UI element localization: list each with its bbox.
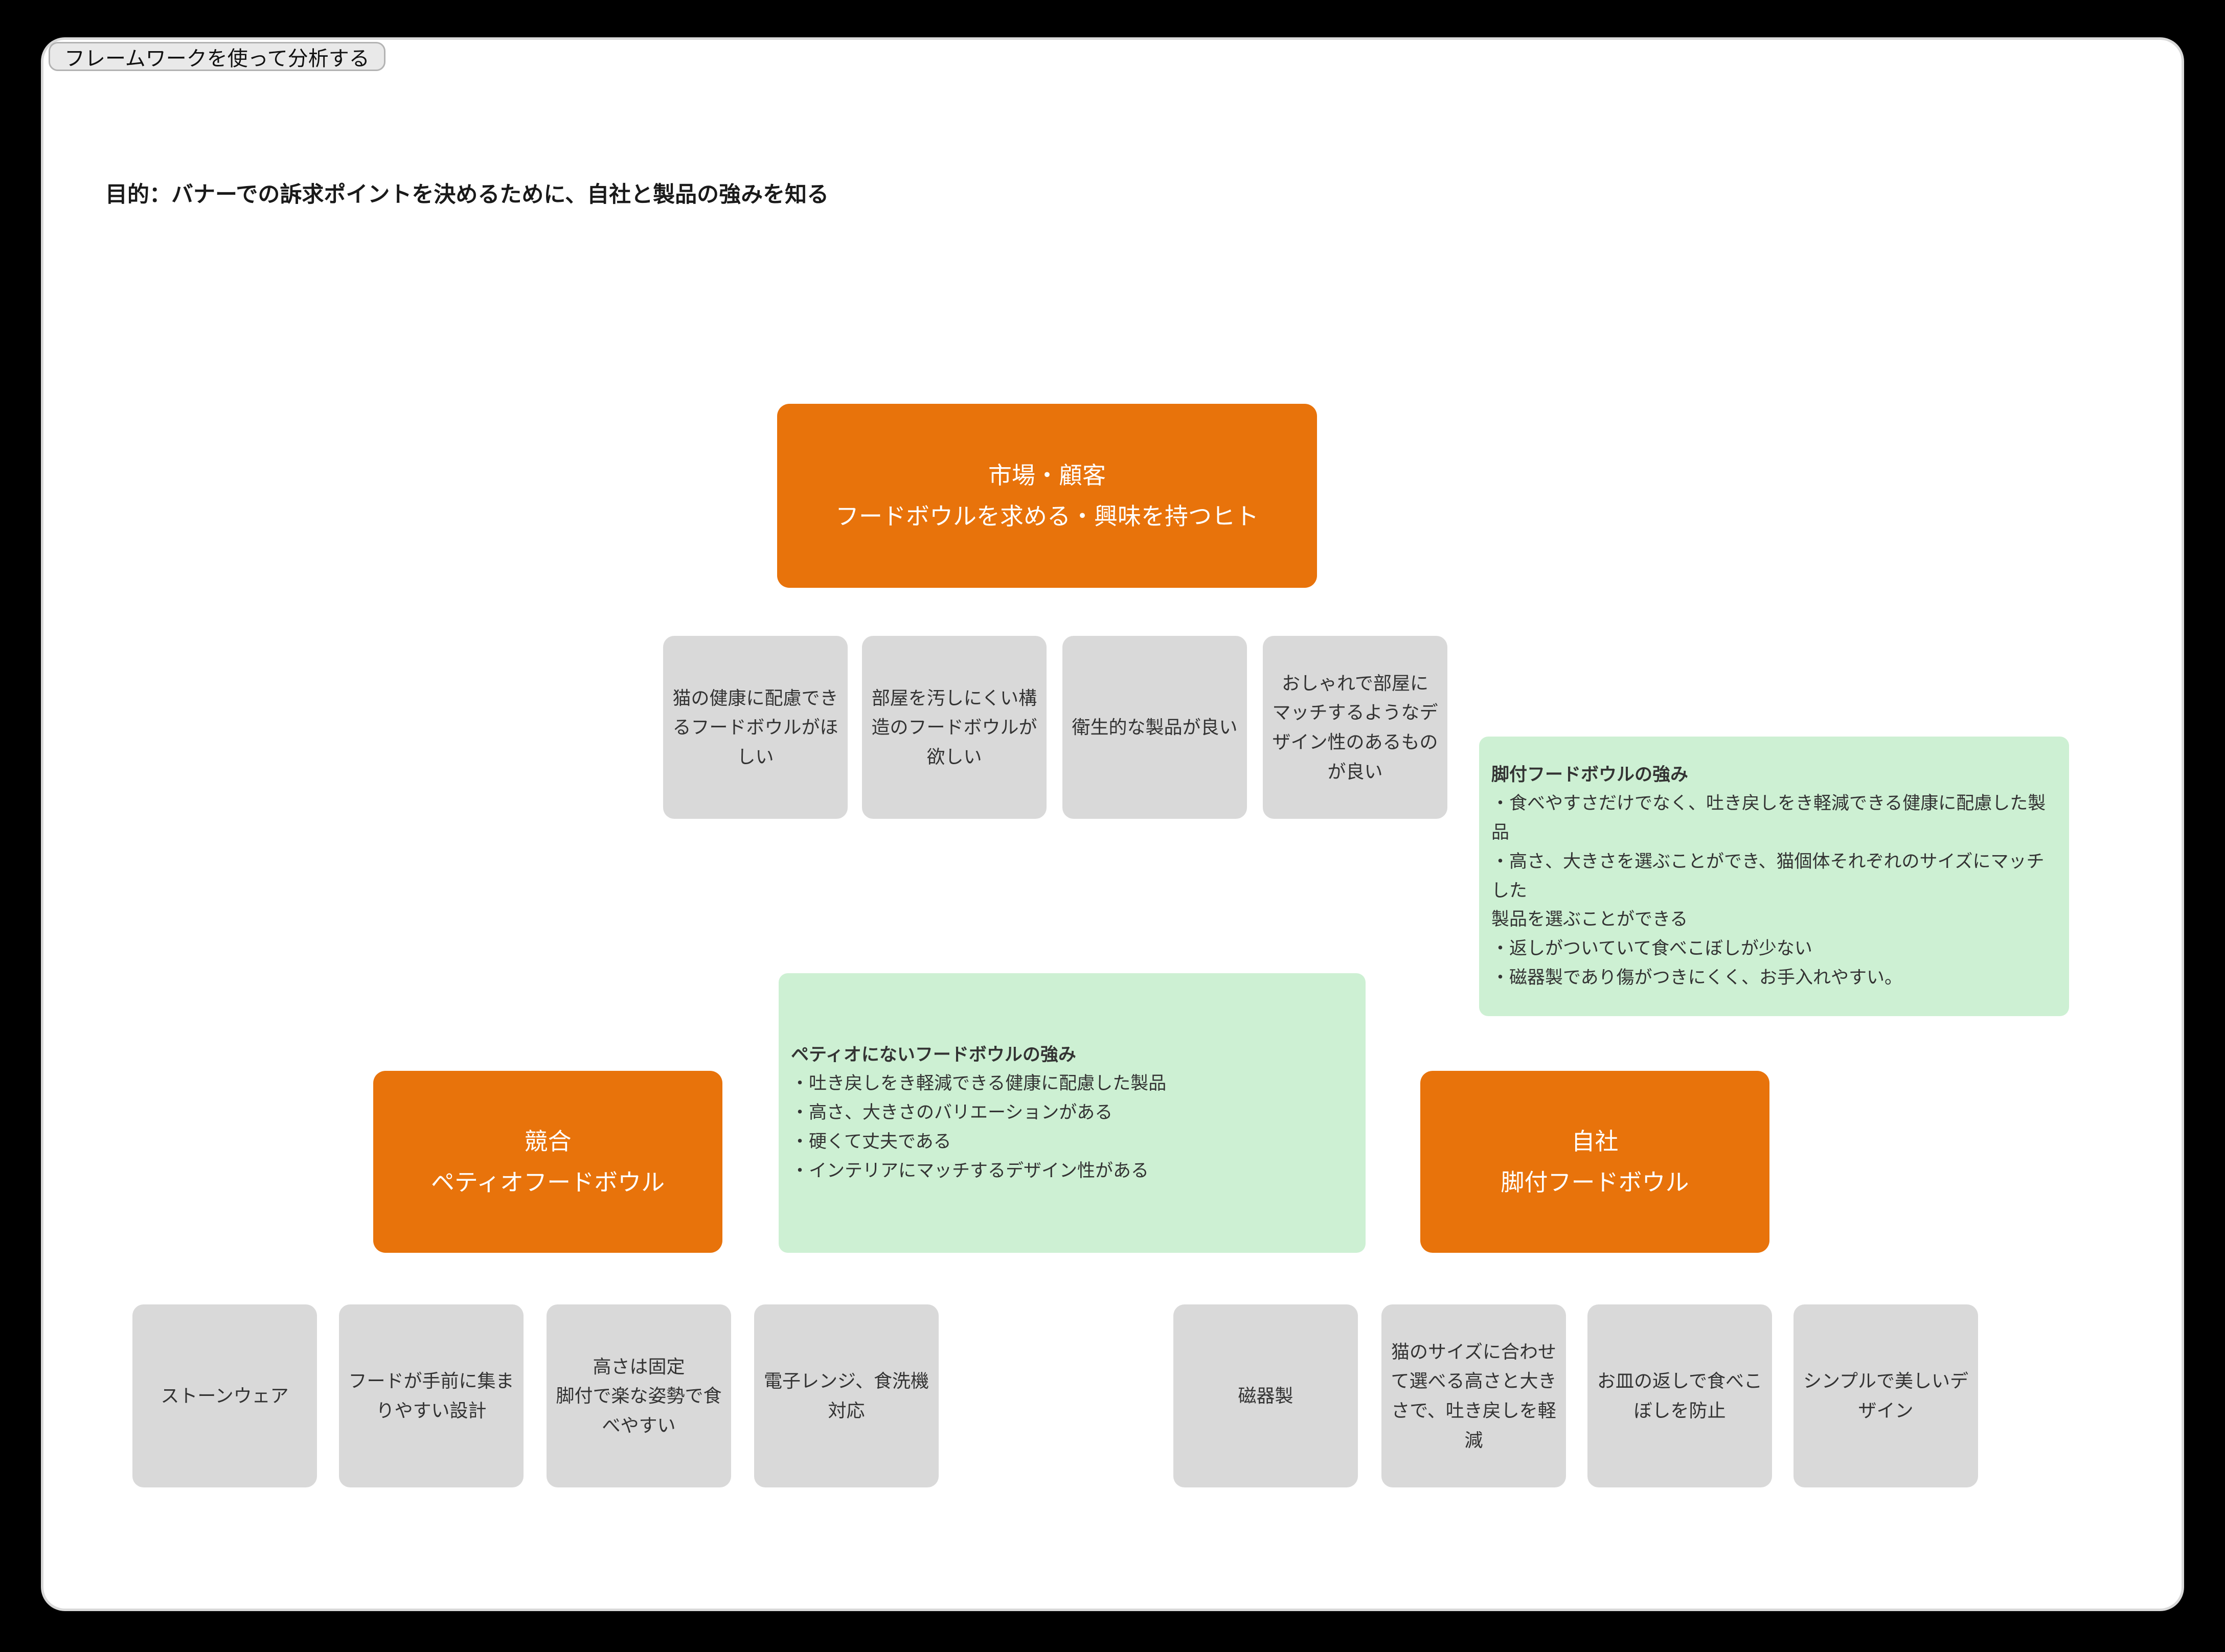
company-note-simple-design[interactable]: シンプルで美しいデ ザイン (1793, 1304, 1978, 1487)
market-customer-card[interactable]: 市場・顧客 フードボウルを求める・興味を持つヒト (777, 404, 1317, 588)
competitor-card[interactable]: 競合 ペティオフードボウル (373, 1071, 722, 1253)
whiteboard-canvas[interactable]: フレームワークを使って分析する 目的：バナーでの訴求ポイントを決めるために、自社… (43, 40, 2182, 1609)
competitor-note-stoneware[interactable]: ストーンウェア (132, 1304, 317, 1487)
company-card[interactable]: 自社 脚付フードボウル (1420, 1071, 1769, 1253)
need-note-hygienic[interactable]: 衛生的な製品が良い (1062, 636, 1247, 819)
unique-strengths-title: ペティオにないフードボウルの強み (791, 1044, 1076, 1065)
board-title-tag[interactable]: フレームワークを使って分析する (49, 42, 385, 71)
company-strengths-title: 脚付フードボウルの強み (1491, 764, 1689, 785)
competitor-note-fixed-height[interactable]: 高さは固定 脚付で楽な姿勢で食 べやすい (547, 1304, 731, 1487)
company-note-size-options[interactable]: 猫のサイズに合わせ て選べる高さと大き さで、吐き戻しを軽 減 (1381, 1304, 1566, 1487)
unique-strengths-body: ・吐き戻しをき軽減できる健康に配慮した製品 ・高さ、大きさのバリエーションがある… (791, 1073, 1167, 1181)
company-strengths-body: ・食べやすさだけでなく、吐き戻しをき軽減できる健康に配慮した製品 ・高さ、大きさ… (1491, 793, 2046, 988)
company-note-porcelain[interactable]: 磁器製 (1173, 1304, 1358, 1487)
competitor-note-food-gathers[interactable]: フードが手前に集ま りやすい設計 (339, 1304, 524, 1487)
competitor-note-microwave[interactable]: 電子レンジ、食洗機 対応 (754, 1304, 939, 1487)
unique-strengths-note[interactable]: ペティオにないフードボウルの強み ・吐き戻しをき軽減できる健康に配慮した製品 ・… (779, 973, 1366, 1253)
need-note-design[interactable]: おしゃれで部屋に マッチするようなデ ザイン性のあるもの が良い (1263, 636, 1447, 819)
company-strengths-note[interactable]: 脚付フードボウルの強み ・食べやすさだけでなく、吐き戻しをき軽減できる健康に配慮… (1479, 737, 2069, 1016)
need-note-health[interactable]: 猫の健康に配慮でき るフードボウルがほ しい (663, 636, 848, 819)
purpose-text[interactable]: 目的：バナーでの訴求ポイントを決めるために、自社と製品の強みを知る (105, 182, 829, 207)
need-note-clean-room[interactable]: 部屋を汚しにくい構 造のフードボウルが 欲しい (862, 636, 1047, 819)
company-note-rim[interactable]: お皿の返しで食べこ ぼしを防止 (1587, 1304, 1772, 1487)
